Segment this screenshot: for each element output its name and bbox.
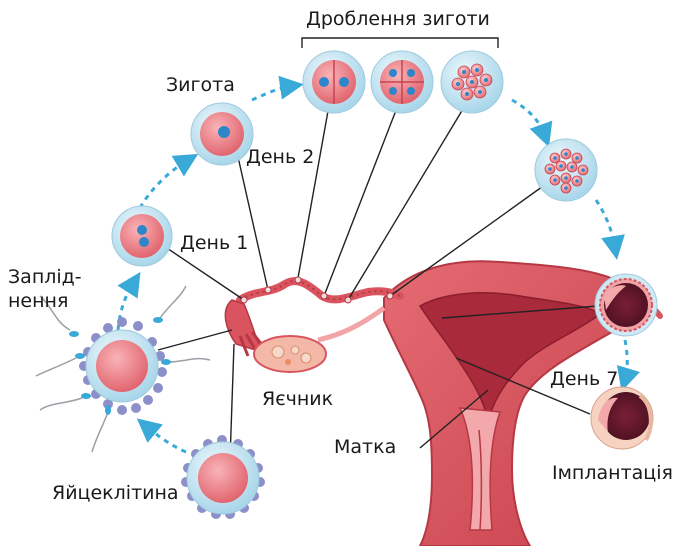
cleavage-many-cells bbox=[441, 51, 503, 113]
label-uterus: Матка bbox=[334, 436, 396, 458]
label-day7: День 7 bbox=[550, 368, 618, 390]
label-day2: День 2 bbox=[246, 146, 314, 168]
label-implantation: Імплантація bbox=[552, 462, 673, 484]
ovary bbox=[254, 336, 326, 372]
arrow-zygote-to-cleavage bbox=[252, 86, 292, 100]
morula-cell bbox=[535, 139, 597, 201]
arrow-to-blastocyst bbox=[596, 200, 615, 248]
label-egg: Яйцеклітина bbox=[52, 482, 179, 504]
implantation-cell bbox=[591, 387, 653, 449]
arrow-day1-to-zygote bbox=[140, 160, 188, 208]
label-day1: День 1 bbox=[180, 232, 248, 254]
arrow-egg-to-fertilization bbox=[146, 426, 186, 452]
arrow-to-implantation bbox=[625, 340, 627, 380]
zygote-cell bbox=[191, 103, 253, 165]
day1-cell bbox=[112, 206, 172, 266]
cleavage-2-cells bbox=[303, 51, 365, 113]
label-zygote: Зигота bbox=[166, 74, 235, 96]
egg-cell bbox=[181, 435, 265, 519]
arrow-to-morula bbox=[512, 100, 545, 136]
label-fertilization-line2: нення bbox=[8, 290, 68, 312]
blastocyst-cell bbox=[595, 274, 657, 336]
label-ovary: Яєчник bbox=[262, 388, 333, 410]
label-cleavage: Дроблення зиготи bbox=[306, 8, 490, 30]
label-fertilization-line1: Заплід- bbox=[8, 266, 82, 288]
cleavage-4-cells bbox=[371, 51, 433, 113]
